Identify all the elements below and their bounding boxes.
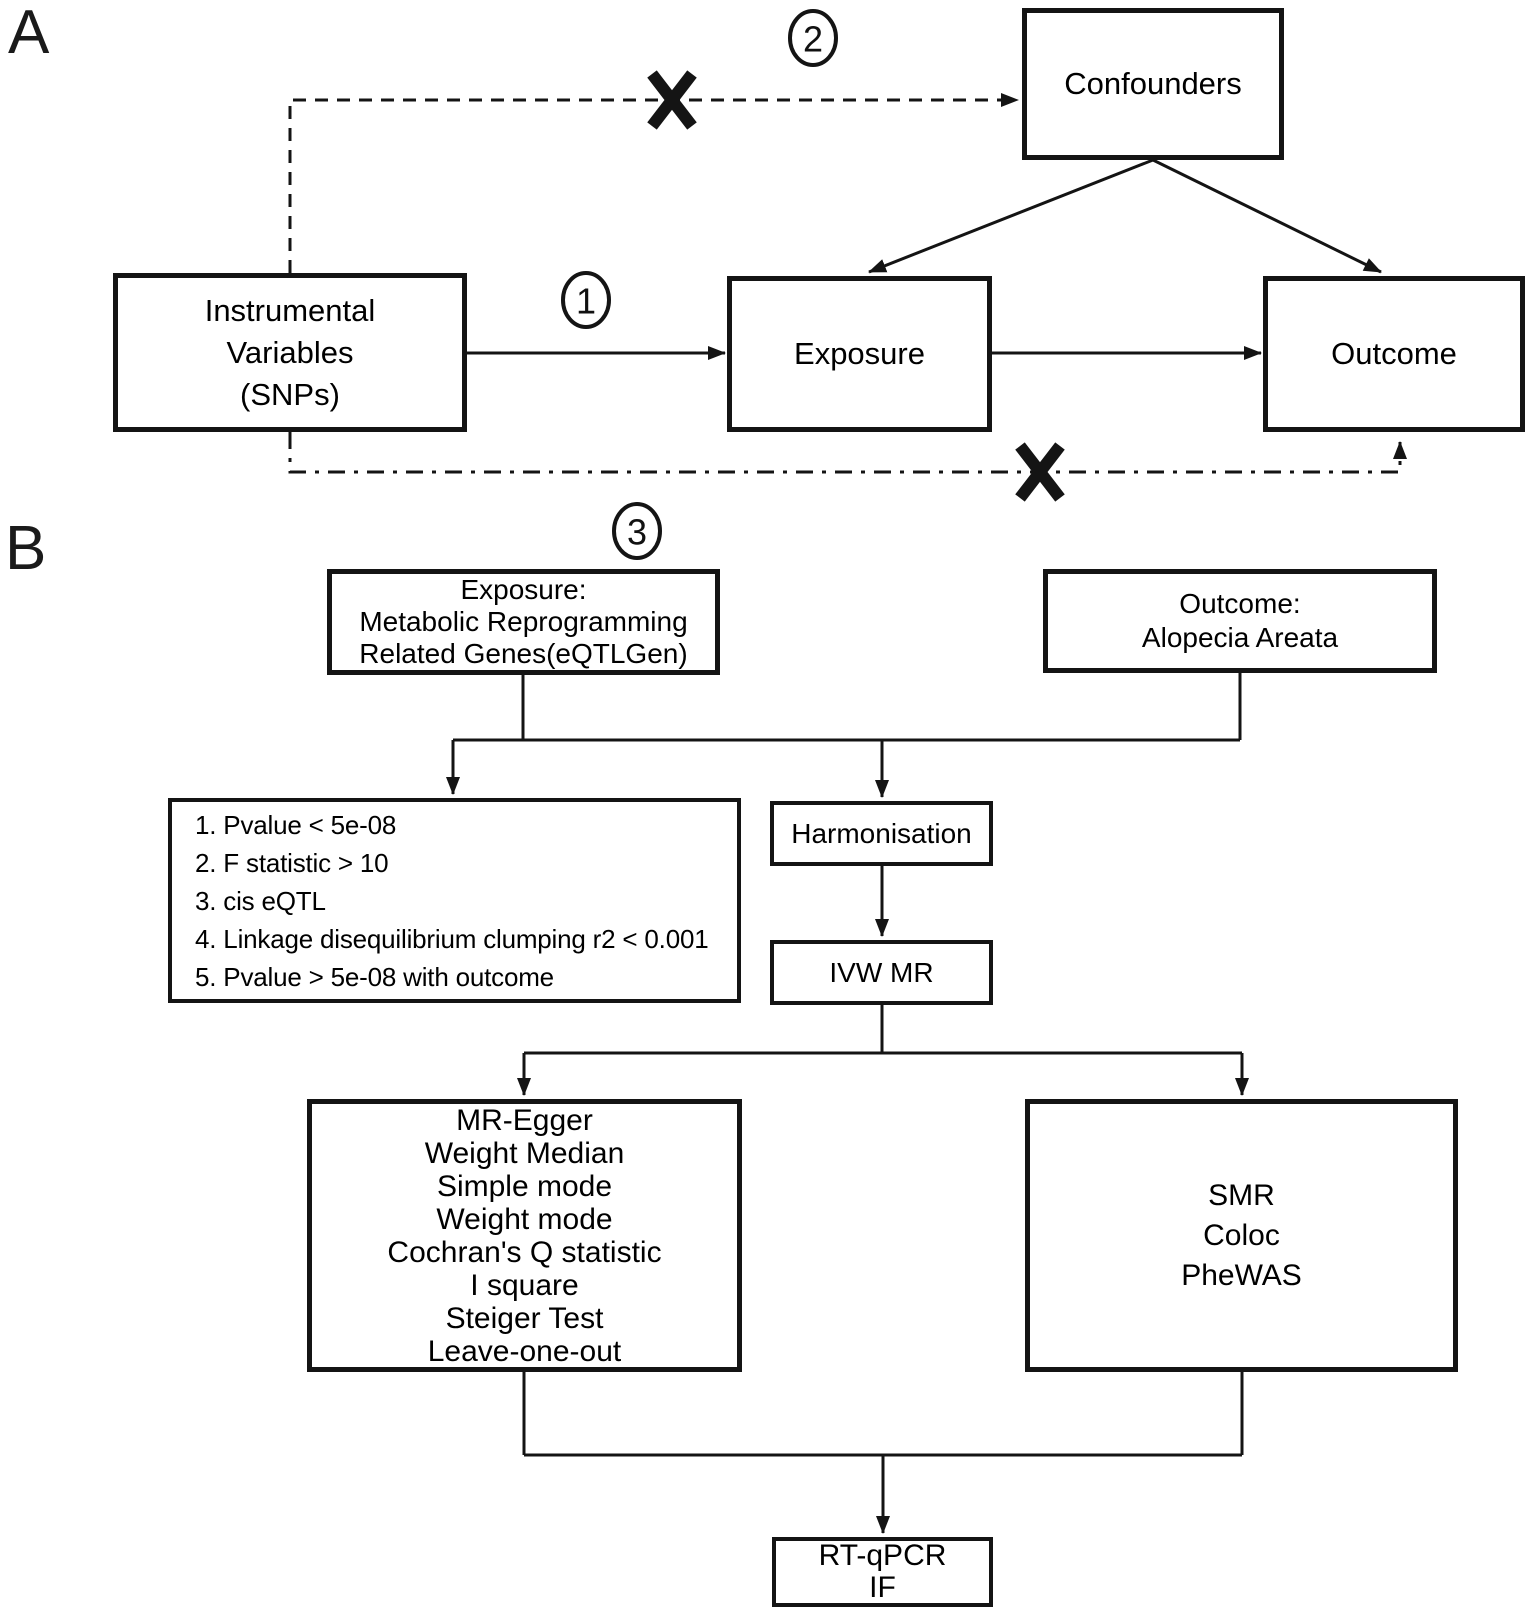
methods-line-2: Weight Median — [424, 1136, 625, 1170]
assumption-3-marker: 3 — [612, 502, 662, 560]
validation-line-2: IF — [869, 1571, 896, 1604]
exposure-b-line-1: Exposure: — [460, 574, 587, 605]
panel-b-label: B — [5, 514, 47, 583]
iv-line-3: (SNPs) — [240, 376, 340, 412]
methods-line-4: Weight mode — [436, 1202, 613, 1236]
instrumental-variables-node: Instrumental Variables (SNPs) — [113, 273, 467, 432]
exposure-b-line-2: Metabolic Reprogramming — [359, 606, 688, 637]
confounders-label: Confounders — [1064, 66, 1242, 101]
assumption-3-number: 3 — [627, 512, 647, 553]
outcome-label: Outcome — [1331, 336, 1457, 371]
panel-a-label: A — [8, 0, 50, 67]
criteria-line-2: 2. F statistic > 10 — [195, 847, 389, 878]
iv-to-outcome-dashed-arrow — [288, 432, 1407, 474]
assumption-1-number: 1 — [576, 281, 596, 322]
blocked-cross-top-icon — [647, 70, 697, 130]
exposure-source-node: Exposure: Metabolic Reprogramming Relate… — [327, 569, 720, 675]
assumption-2-number: 2 — [803, 19, 823, 60]
exposure-node: Exposure — [727, 276, 992, 432]
outcome-b-line-2: Alopecia Areata — [1141, 622, 1339, 653]
validation-line-1: RT-qPCR — [818, 1539, 947, 1572]
smr-line-2: Coloc — [1203, 1218, 1280, 1252]
criteria-line-5: 5. Pvalue > 5e-08 with outcome — [195, 961, 554, 992]
methods-line-1: MR-Egger — [456, 1103, 593, 1137]
ivw-label: IVW MR — [829, 956, 934, 988]
confounders-to-exposure-arrow — [868, 158, 1154, 274]
exposure-b-line-3: Related Genes(eQTLGen) — [359, 638, 688, 669]
harmonisation-node: Harmonisation — [770, 801, 993, 866]
validation-node: RT-qPCR IF — [772, 1537, 993, 1607]
confounders-to-outcome-arrow — [1152, 158, 1382, 274]
assumption-1-marker: 1 — [561, 271, 611, 329]
criteria-line-3: 3. cis eQTL — [195, 885, 326, 916]
methods-line-6: I square — [470, 1268, 579, 1302]
methods-line-3: Simple mode — [436, 1169, 613, 1203]
outcome-b-line-1: Outcome: — [1179, 588, 1301, 619]
smr-line-3: PheWAS — [1181, 1258, 1302, 1292]
sensitivity-methods-node: MR-Egger Weight Median Simple mode Weigh… — [307, 1099, 742, 1372]
methods-line-7: Steiger Test — [445, 1301, 604, 1335]
blocked-cross-bottom-icon — [1015, 442, 1065, 502]
exposure-label: Exposure — [794, 336, 925, 371]
outcome-node: Outcome — [1263, 276, 1525, 432]
smr-coloc-phewas-node: SMR Coloc PheWAS — [1025, 1099, 1458, 1372]
snp-selection-criteria-node: 1. Pvalue < 5e-08 2. F statistic > 10 3.… — [168, 798, 741, 1003]
iv-line-1: Instrumental — [204, 292, 376, 328]
methods-line-8: Leave-one-out — [427, 1334, 622, 1368]
harmonisation-label: Harmonisation — [791, 817, 972, 849]
criteria-line-1: 1. Pvalue < 5e-08 — [195, 809, 397, 840]
ivw-mr-node: IVW MR — [770, 940, 993, 1005]
confounders-node: Confounders — [1022, 8, 1284, 160]
outcome-source-node: Outcome: Alopecia Areata — [1043, 569, 1437, 673]
smr-line-1: SMR — [1208, 1178, 1275, 1212]
criteria-line-4: 4. Linkage disequilibrium clumping r2 < … — [195, 923, 709, 954]
iv-line-2: Variables — [226, 334, 354, 370]
methods-line-5: Cochran's Q statistic — [387, 1235, 662, 1269]
assumption-2-marker: 2 — [788, 9, 838, 67]
